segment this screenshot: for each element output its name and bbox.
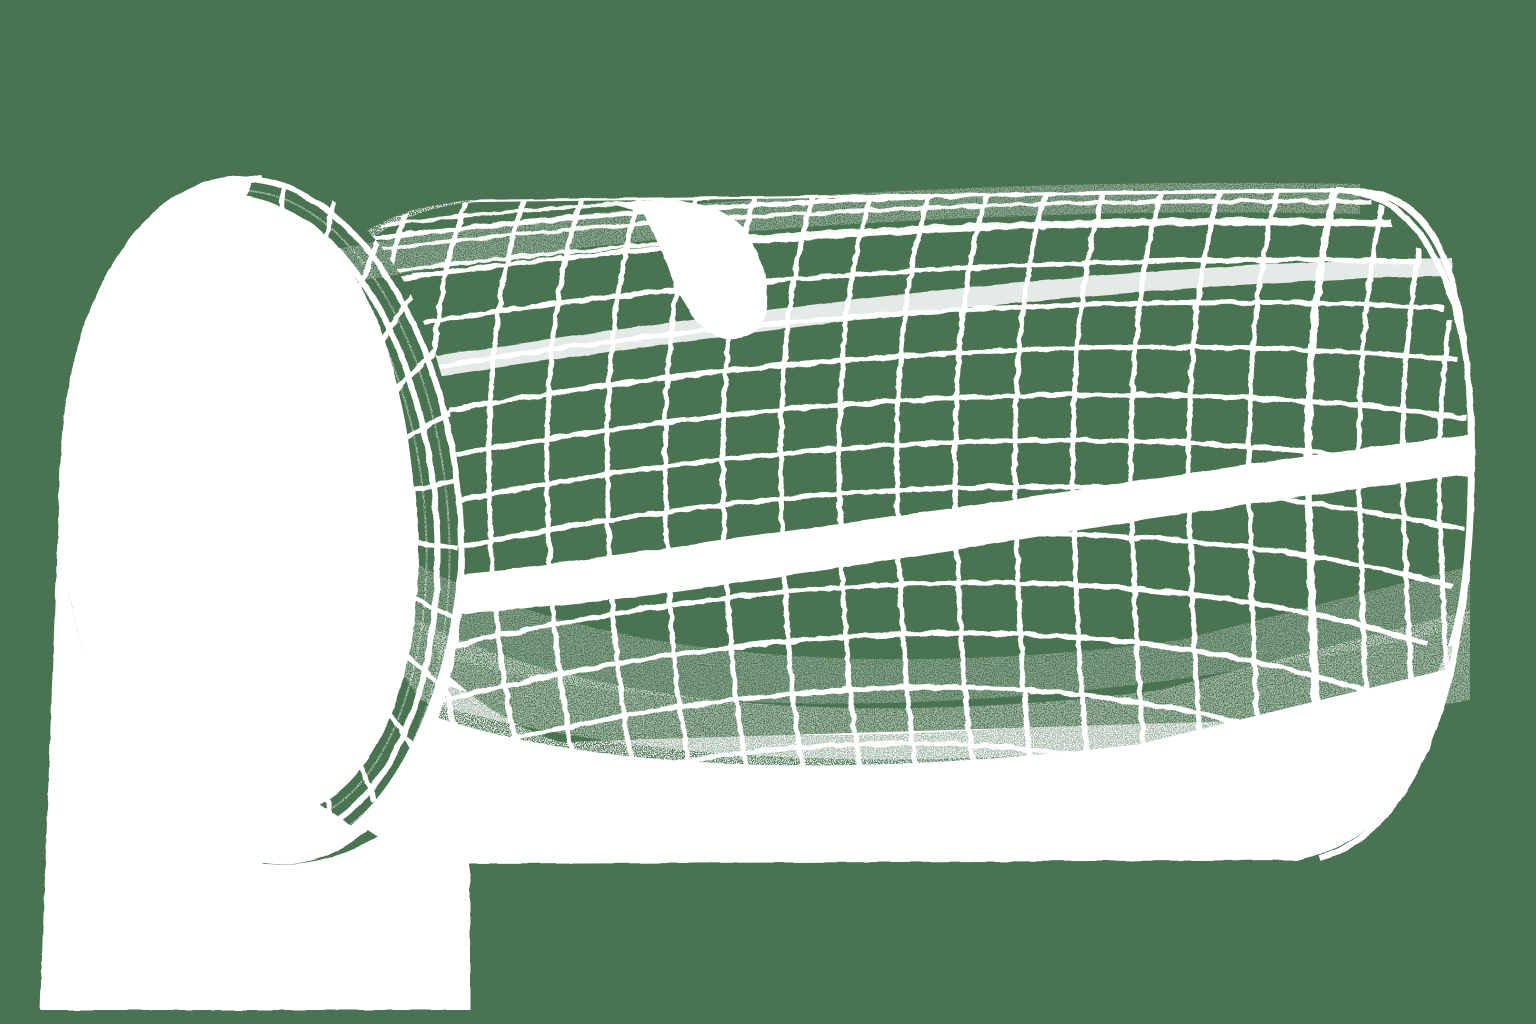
axial-highlight-band [418,434,1474,616]
tube-mouth-interior [108,228,416,812]
rim-blown-lowerleft [40,470,470,1010]
back-cap-outline [1319,187,1476,861]
secondary-highlight-band [372,258,1452,386]
dither-overlay [330,182,1470,760]
rim-outer-silhouette [58,174,263,866]
front-rim-assembly [40,174,470,1010]
back-cap-seam [1305,189,1339,855]
